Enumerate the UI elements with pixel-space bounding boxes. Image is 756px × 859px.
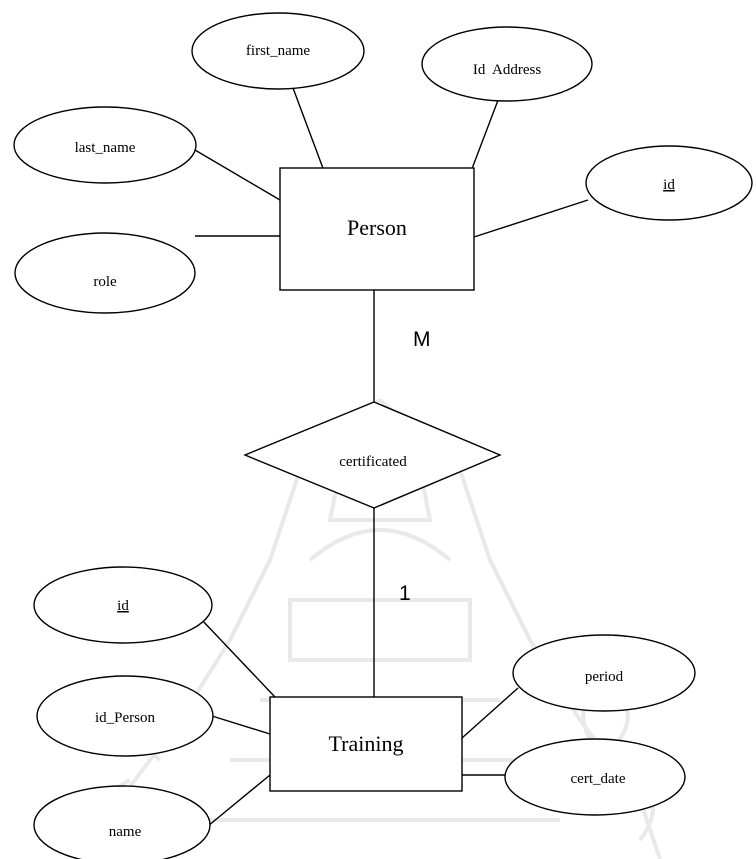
attr-first-name-label: first_name: [246, 43, 310, 59]
link-training-id: [199, 617, 276, 698]
attr-period[interactable]: period: [512, 634, 696, 712]
attr-training-id-label: id: [117, 598, 129, 614]
cardinality-person: M: [413, 328, 431, 351]
attr-id-address[interactable]: Id Address: [421, 26, 593, 102]
attr-cert-date-label: cert_date: [571, 771, 626, 787]
attr-id-person-label: id_Person: [95, 710, 156, 726]
cardinality-training: 1: [399, 582, 411, 605]
entity-training-label: Training: [329, 731, 404, 756]
attr-role[interactable]: role: [14, 232, 196, 314]
attr-period-label: period: [585, 669, 624, 685]
relationship-label: certificated: [339, 454, 407, 470]
attr-id-address-label: Id Address: [473, 62, 541, 78]
attr-name-label: name: [109, 824, 142, 840]
entity-person[interactable]: Person: [279, 167, 475, 291]
attr-person-id-label: id: [663, 177, 675, 193]
entity-training[interactable]: Training: [269, 696, 463, 792]
attr-name[interactable]: name: [33, 785, 211, 859]
attr-cert-date[interactable]: cert_date: [504, 738, 686, 816]
relationship-certificated[interactable]: certificated: [243, 401, 502, 509]
attr-last-name-label: last_name: [75, 140, 136, 156]
connector-lines: [194, 87, 589, 827]
link-last-name: [194, 149, 281, 201]
attr-last-name[interactable]: last_name: [13, 106, 197, 184]
attr-first-name[interactable]: first_name: [191, 12, 365, 90]
attr-training-id[interactable]: id: [33, 566, 213, 644]
entity-person-label: Person: [347, 215, 407, 240]
attr-id-person[interactable]: id_Person: [36, 675, 214, 757]
link-id-person: [211, 715, 271, 735]
attr-person-id[interactable]: id: [585, 145, 753, 221]
link-name: [207, 774, 271, 827]
link-person-id: [473, 199, 589, 238]
link-period: [461, 687, 519, 739]
attr-role-label: role: [93, 274, 117, 290]
